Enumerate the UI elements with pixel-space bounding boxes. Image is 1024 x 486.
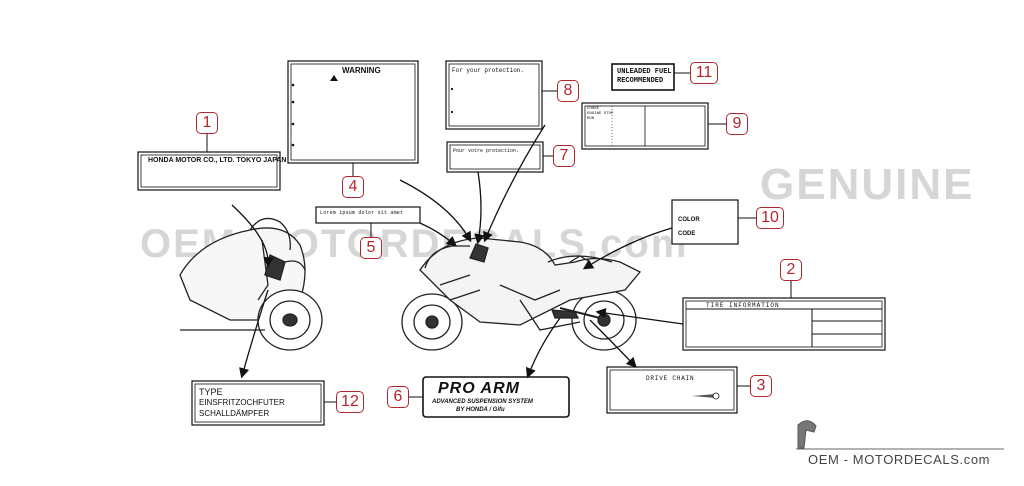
label-9-line1: CHOKE	[587, 107, 600, 111]
callout-4[interactable]: 4	[342, 176, 364, 198]
watermark-brand: GENUINE	[760, 160, 975, 209]
label-10-line2: CODE	[678, 231, 696, 237]
callout-6[interactable]: 6	[387, 386, 409, 408]
callout-8[interactable]: 8	[557, 80, 579, 102]
callout-11[interactable]: 11	[690, 62, 718, 84]
motorcycle-left-illustration	[179, 217, 323, 351]
callout-2[interactable]: 2	[780, 259, 802, 281]
label-11-line1: UNLEADED FUEL	[617, 68, 672, 76]
label-9-line3: RUN	[587, 117, 595, 121]
motorcycle-right-illustration	[401, 237, 642, 351]
callout-9[interactable]: 9	[726, 113, 748, 135]
label-12-line1: TYPE	[199, 387, 223, 397]
label-6-line1: PRO ARM	[438, 380, 520, 397]
callout-5[interactable]: 5	[360, 237, 382, 259]
label-3-text: DRIVE CHAIN	[646, 375, 695, 382]
label-5-text: Lorem ipsum dolor sit amet	[320, 210, 404, 216]
label-4-text: WARNING	[342, 66, 381, 75]
label-10-line1: COLOR	[678, 217, 700, 223]
label-6-line2: ADVANCED SUSPENSION SYSTEM	[432, 399, 533, 405]
footer-logo-icon	[796, 420, 1004, 450]
label-12-line3: SCHALLDÄMPFER	[199, 409, 270, 418]
label-11-line2: RECOMMENDED	[617, 77, 664, 85]
footer-site-name: OEM - MOTORDECALS.com	[808, 452, 991, 467]
callout-7[interactable]: 7	[553, 145, 575, 167]
label-1-text: HONDA MOTOR CO., LTD. TOKYO JAPAN	[148, 157, 287, 164]
label-9-line2: ENGINE STOP	[587, 112, 614, 116]
label-7-text: Pour votre protection.	[453, 148, 520, 154]
label-2-text: TIRE INFORMATION	[706, 302, 780, 309]
label-8-text: For your protection.	[452, 67, 525, 74]
label-6-line3: BY HONDA / Gifu	[456, 407, 505, 413]
callout-12[interactable]: 12	[336, 391, 364, 413]
callout-1[interactable]: 1	[196, 112, 218, 134]
callout-10[interactable]: 10	[756, 207, 784, 229]
callout-3[interactable]: 3	[750, 375, 772, 397]
label-12-line2: EINSFRITZOCHFUTER	[199, 398, 285, 407]
